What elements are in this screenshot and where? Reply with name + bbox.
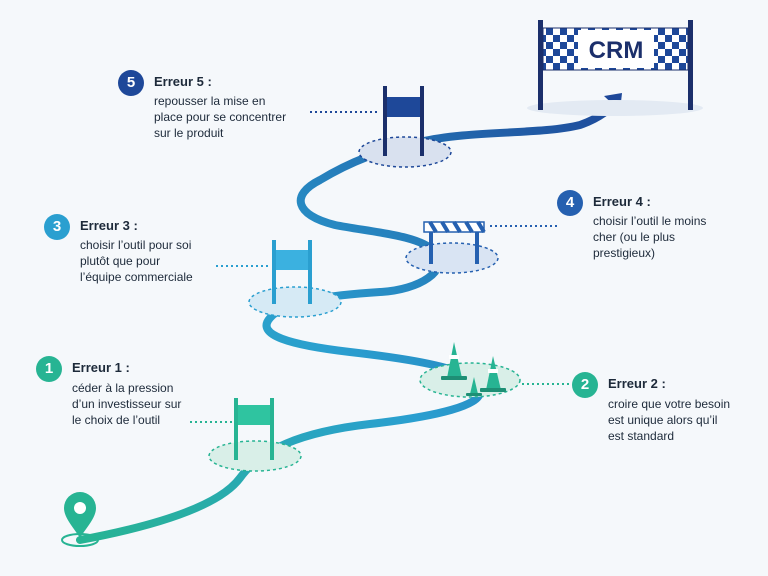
badge-3: 3 [44, 214, 70, 240]
callout-3-title: Erreur 3 : [80, 218, 138, 233]
traffic-cone-icon [466, 377, 482, 396]
sign-icon [383, 86, 424, 156]
winding-path [76, 96, 621, 544]
sign-icon [272, 240, 312, 304]
callout-3-body: choisir l’outil pour soi plutôt que pour… [80, 237, 193, 285]
badge-2: 2 [572, 372, 598, 398]
badge-5: 5 [118, 70, 144, 96]
callout-5-title: Erreur 5 : [154, 74, 212, 89]
barrier-icon [423, 220, 486, 264]
callout-1-line: le choix de l’outil [72, 413, 161, 427]
callout-4-line: prestigieux) [593, 246, 656, 260]
callout-2-line: est unique alors qu’il [608, 413, 718, 427]
callout-1-line: céder à la pression [72, 381, 174, 395]
location-pin-icon [64, 492, 96, 538]
callout-3-line: l’équipe commerciale [80, 270, 193, 284]
callout-3-line: choisir l’outil pour soi [80, 238, 192, 252]
callout-1-line: d’un investisseur sur [72, 397, 182, 411]
milestone-3-ellipse [248, 286, 342, 318]
badge-1: 1 [36, 356, 62, 382]
callout-2-line: est standard [608, 429, 675, 443]
callout-5-line: repousser la mise en [154, 94, 266, 108]
sign-icon [234, 398, 274, 460]
callout-1-title: Erreur 1 : [72, 360, 130, 375]
callout-2-title: Erreur 2 : [608, 376, 666, 391]
callout-2-line: croire que votre besoin [608, 397, 731, 411]
finish-shadow [527, 100, 703, 116]
milestone-1-ellipse [208, 440, 302, 472]
callout-5-line: place pour se concentrer [154, 110, 287, 124]
callout-4-body: choisir l’outil le moins cher (ou le plu… [593, 213, 706, 261]
callout-3-line: plutôt que pour [80, 254, 161, 268]
callout-4-line: cher (ou le plus [593, 230, 676, 244]
callout-4-line: choisir l’outil le moins [593, 214, 707, 228]
milestone-5-ellipse [358, 136, 452, 168]
traffic-cone-icon [441, 342, 467, 380]
callout-5-line: sur le produit [154, 126, 224, 140]
callout-1-body: céder à la pression d’un investisseur su… [72, 380, 181, 428]
traffic-cone-icon [480, 356, 506, 392]
connector-lines [190, 111, 572, 423]
callout-5-body: repousser la mise en place pour se conce… [154, 93, 286, 141]
callout-2-body: croire que votre besoin est unique alors… [608, 396, 730, 444]
finish-flag-icon: CRM [538, 20, 693, 110]
finish-label: CRM [589, 37, 644, 64]
badge-4: 4 [557, 190, 583, 216]
milestone-4-ellipse [405, 242, 499, 274]
callout-4-title: Erreur 4 : [593, 194, 651, 209]
